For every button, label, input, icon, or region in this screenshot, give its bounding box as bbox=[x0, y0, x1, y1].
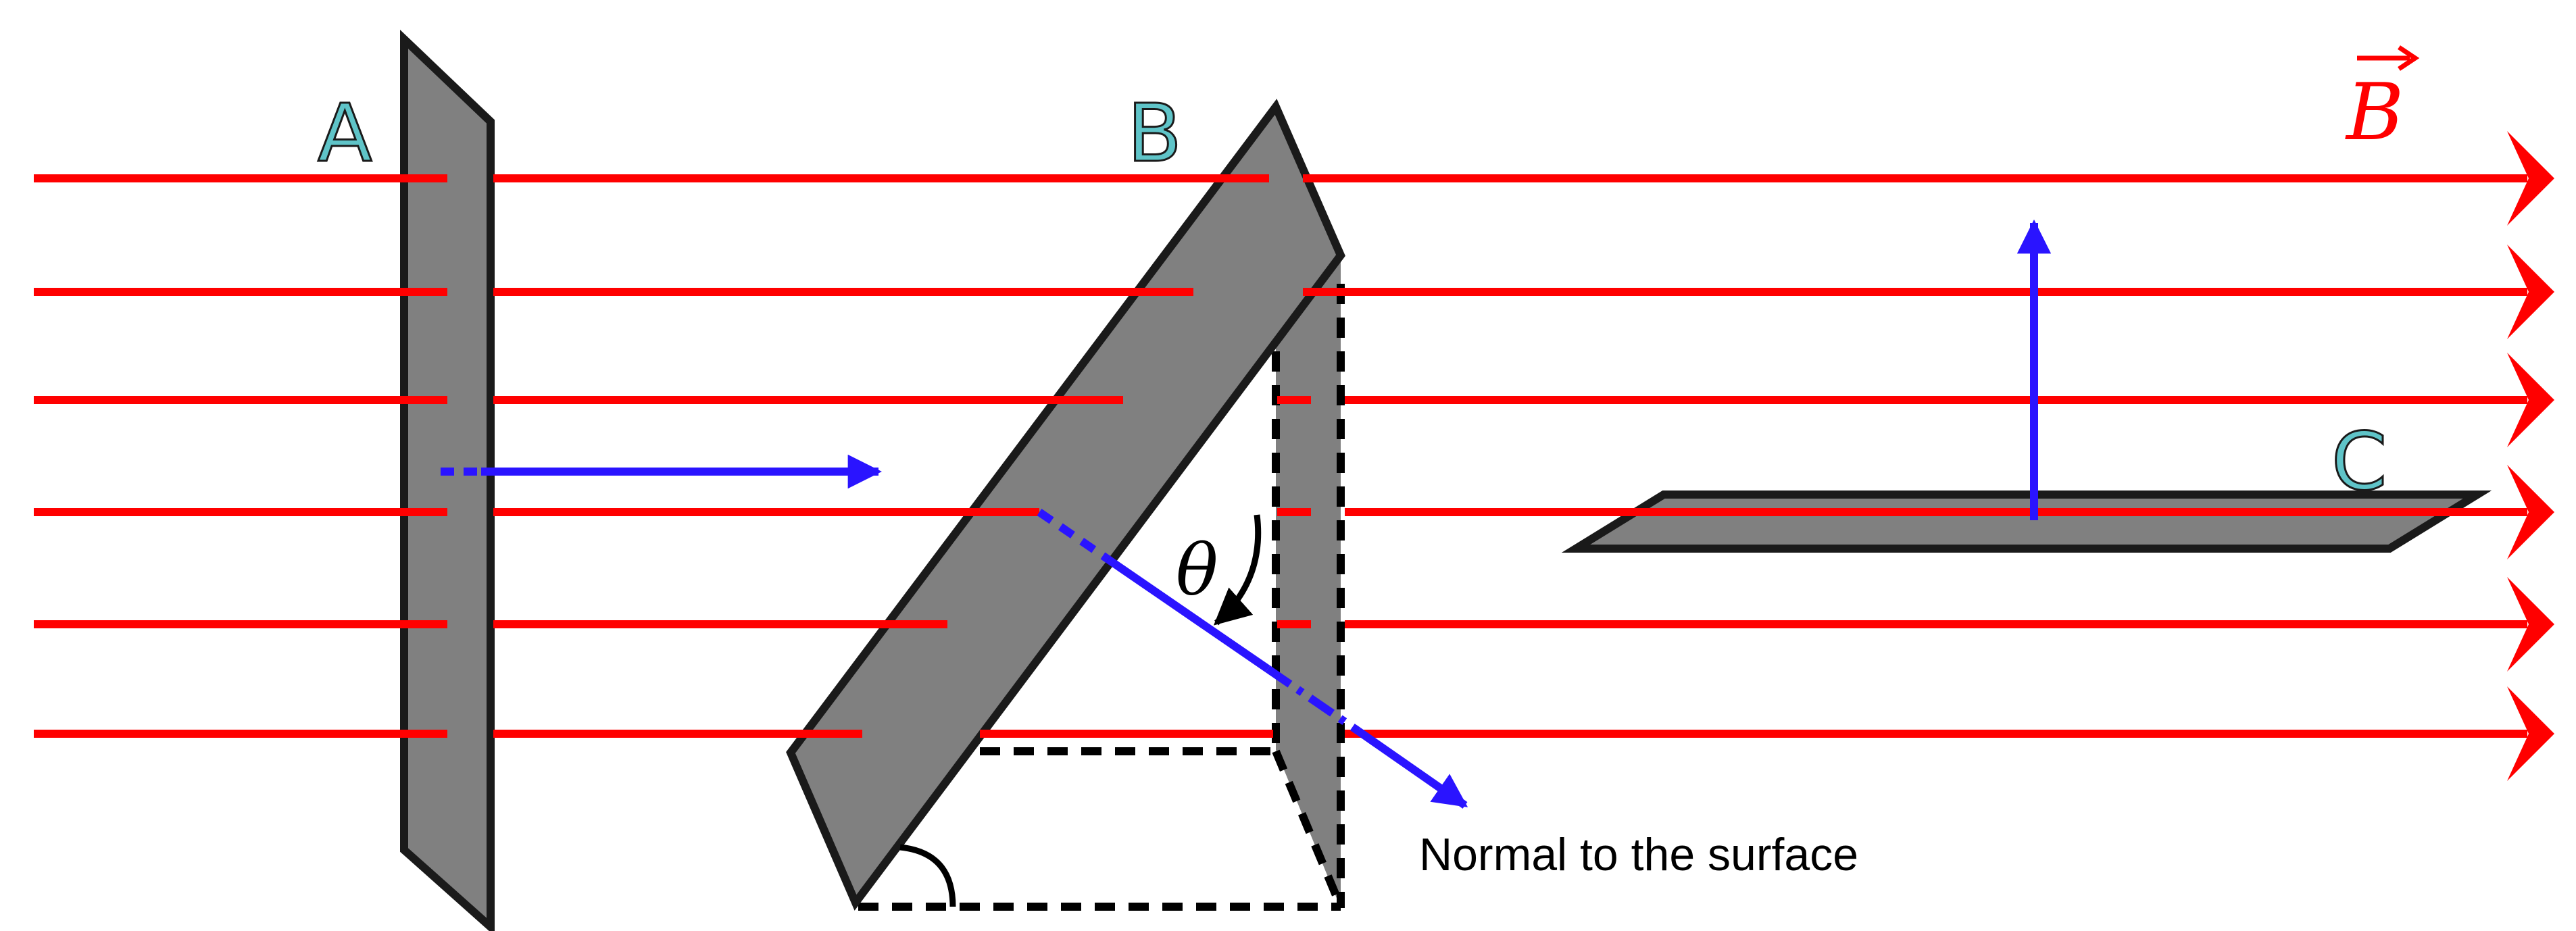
plate-a bbox=[400, 29, 495, 931]
field-lines bbox=[34, 174, 2527, 738]
plate-b-label: B bbox=[1127, 86, 1182, 180]
plate-b-projection bbox=[1276, 255, 1341, 908]
field-symbol: B bbox=[2345, 67, 2404, 158]
theta-label: θ bbox=[1176, 529, 1218, 611]
field-arrowhead-5 bbox=[2507, 577, 2554, 672]
normal-vector-b bbox=[1037, 509, 1468, 809]
field-arrowhead-2 bbox=[2507, 245, 2554, 339]
plate-a-label: A bbox=[318, 86, 372, 180]
field-arrowhead-1 bbox=[2507, 131, 2554, 226]
normal-caption: Normal to the surface bbox=[1419, 829, 1858, 880]
field-label: B bbox=[2345, 45, 2420, 158]
field-arrowhead-6 bbox=[2507, 686, 2554, 781]
vector-arrow-icon bbox=[2357, 45, 2420, 71]
field-arrowhead-4 bbox=[2507, 465, 2554, 559]
theta-arc bbox=[1213, 514, 1262, 626]
plate-b bbox=[786, 99, 1345, 911]
field-arrowhead-3 bbox=[2507, 353, 2554, 447]
base-angle-arc bbox=[899, 844, 956, 907]
projection-guides bbox=[858, 284, 1345, 911]
field-arrowheads bbox=[2507, 131, 2554, 781]
plate-c-label: C bbox=[2331, 415, 2387, 508]
